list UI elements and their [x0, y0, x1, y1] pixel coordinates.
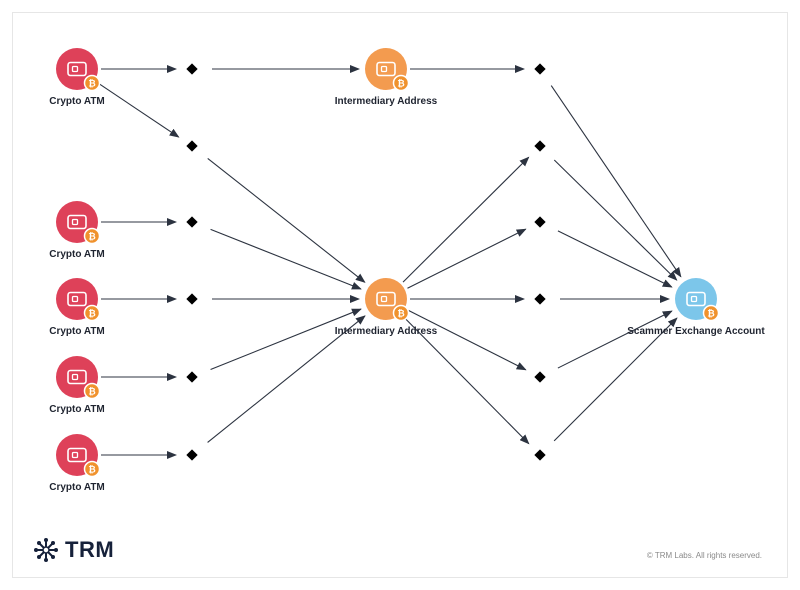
- edge-j2-inter2: [207, 157, 366, 283]
- junction-diamond: [534, 140, 546, 152]
- svg-text:₿: ₿: [397, 79, 404, 90]
- brand-name: TRM: [65, 537, 115, 562]
- bitcoin-badge-icon: ₿: [83, 382, 101, 400]
- svg-text:₿: ₿: [88, 79, 95, 90]
- wallet-bitcoin-icon: [67, 447, 87, 463]
- junction-diamond: [186, 293, 198, 305]
- nodes-layer: ₿ Crypto ATM ₿ Crypto ATM ₿ Crypto ATM ₿ Crypto…: [49, 48, 765, 493]
- junction-diamond: [534, 216, 546, 228]
- node-atm[interactable]: ₿ Crypto ATM: [49, 48, 105, 107]
- node-label: Crypto ATM: [49, 249, 105, 260]
- node-atm[interactable]: ₿ Crypto ATM: [49, 278, 105, 337]
- junction-diamond: [186, 449, 198, 461]
- trm-starburst-logo-icon: [34, 538, 58, 562]
- node-label: Intermediary Address: [335, 326, 438, 337]
- edge-atm1-j2: [96, 81, 180, 138]
- wallet-bitcoin-icon: [67, 61, 87, 77]
- bitcoin-badge-icon: ₿: [83, 460, 101, 478]
- node-label: Crypto ATM: [49, 482, 105, 493]
- copyright-text: © TRM Labs. All rights reserved.: [646, 551, 762, 560]
- wallet-bitcoin-icon: [686, 291, 706, 307]
- junction-diamond: [186, 371, 198, 383]
- wallet-bitcoin-icon: [376, 61, 396, 77]
- node-intermediary[interactable]: ₿ Intermediary Address: [335, 278, 438, 337]
- bitcoin-badge-icon: ₿: [83, 227, 101, 245]
- svg-text:₿: ₿: [707, 309, 714, 320]
- node-label: Scammer Exchange Account: [627, 326, 765, 337]
- node-label: Crypto ATM: [49, 96, 105, 107]
- edge-inter2-jr2: [402, 156, 530, 283]
- junction-diamond: [534, 449, 546, 461]
- bitcoin-badge-icon: ₿: [702, 304, 720, 322]
- edge-jr6-exchange: [553, 317, 678, 442]
- bitcoin-badge-icon: ₿: [83, 74, 101, 92]
- wallet-bitcoin-icon: [67, 214, 87, 230]
- wallet-bitcoin-icon: [67, 369, 87, 385]
- svg-text:₿: ₿: [88, 309, 95, 320]
- node-label: Intermediary Address: [335, 96, 438, 107]
- edge-inter2-jr5: [407, 309, 527, 371]
- edge-jr5-exchange: [557, 310, 673, 369]
- edge-inter2-jr3: [407, 228, 527, 289]
- svg-text:₿: ₿: [397, 309, 404, 320]
- brand-logo: TRM: [33, 537, 114, 563]
- edge-j5-inter2: [210, 308, 362, 371]
- edges-layer: [96, 65, 682, 459]
- svg-text:₿: ₿: [88, 232, 95, 243]
- junction-diamond: [186, 216, 198, 228]
- bitcoin-badge-icon: ₿: [392, 304, 410, 322]
- edge-j6-inter2: [207, 315, 366, 443]
- bitcoin-badge-icon: ₿: [83, 304, 101, 322]
- node-label: Crypto ATM: [49, 404, 105, 415]
- wallet-bitcoin-icon: [376, 291, 396, 307]
- svg-text:₿: ₿: [88, 465, 95, 476]
- edge-jr3-exchange: [557, 230, 673, 288]
- junction-diamond: [534, 63, 546, 75]
- edge-jr2-exchange: [553, 159, 678, 281]
- junctions-layer: [186, 63, 546, 461]
- node-exchange[interactable]: ₿ Scammer Exchange Account: [627, 278, 765, 337]
- bitcoin-badge-icon: ₿: [392, 74, 410, 92]
- junction-diamond: [186, 63, 198, 75]
- edge-inter2-jr6: [402, 315, 530, 445]
- junction-diamond: [186, 140, 198, 152]
- edge-jr1-exchange: [550, 85, 682, 278]
- svg-text:₿: ₿: [88, 387, 95, 398]
- wallet-bitcoin-icon: [67, 291, 87, 307]
- node-atm[interactable]: ₿ Crypto ATM: [49, 434, 105, 493]
- edge-j3-inter2: [210, 228, 362, 290]
- junction-diamond: [534, 293, 546, 305]
- junction-diamond: [534, 371, 546, 383]
- node-atm[interactable]: ₿ Crypto ATM: [49, 201, 105, 260]
- node-atm[interactable]: ₿ Crypto ATM: [49, 356, 105, 415]
- node-intermediary[interactable]: ₿ Intermediary Address: [335, 48, 438, 107]
- node-label: Crypto ATM: [49, 326, 105, 337]
